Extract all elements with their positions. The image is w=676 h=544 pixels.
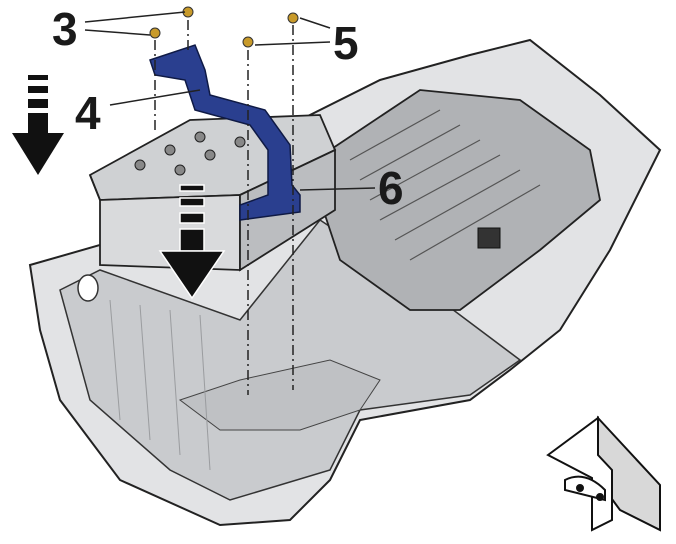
module-connector <box>477 227 501 249</box>
tray-ribs <box>109 299 211 471</box>
down-arrow-icon <box>158 184 226 300</box>
tray-drain-hole <box>77 274 99 302</box>
callout-3: 3 <box>52 3 78 55</box>
callout-4: 4 <box>75 87 101 139</box>
callout-6: 6 <box>378 162 404 214</box>
leader-lines <box>84 11 376 191</box>
alignment-lines <box>154 20 294 395</box>
hold-down-bracket <box>149 44 301 221</box>
direction-of-travel-icon <box>546 415 661 532</box>
module-ribs <box>349 109 541 261</box>
tray-floor <box>178 359 381 431</box>
down-arrow-icon <box>12 75 64 175</box>
callout-5: 5 <box>333 17 359 69</box>
control-module <box>319 89 601 311</box>
battery-cell-caps <box>134 131 246 176</box>
